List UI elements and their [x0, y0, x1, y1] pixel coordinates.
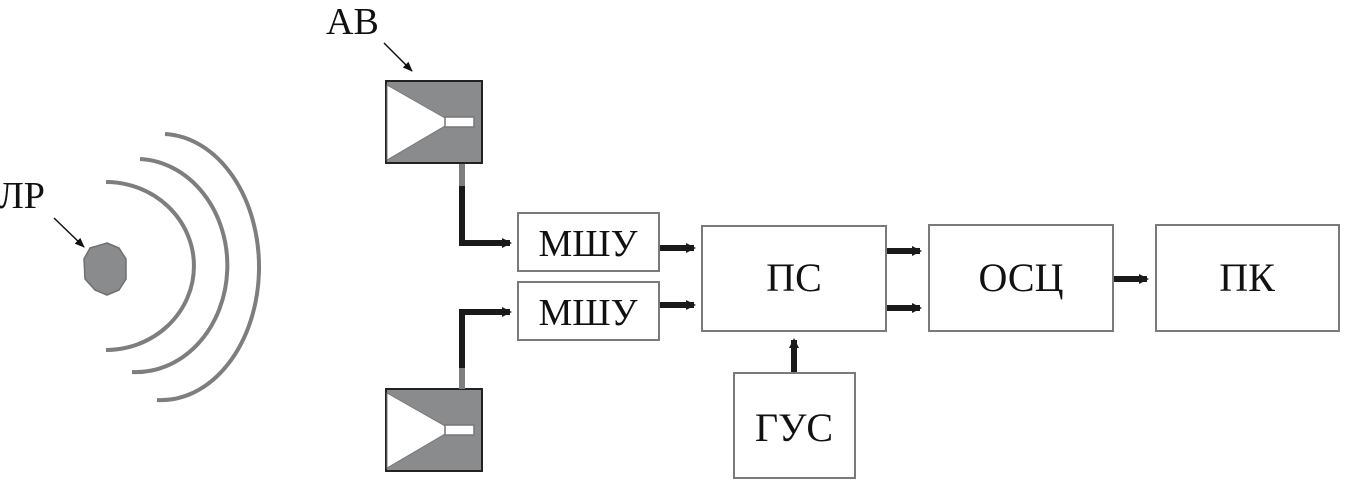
pc-block: ПК [1155, 224, 1340, 332]
oscilloscope-label: ОСЦ [979, 255, 1064, 300]
antenna-pointer-arrow [383, 42, 413, 72]
oscilloscope-block: ОСЦ [928, 224, 1114, 332]
wire-antenna-bottom-to-lna [459, 307, 512, 368]
source-label: ЛР [0, 175, 45, 217]
pc-label: ПК [1219, 255, 1275, 300]
lna-bottom-block: МШУ [517, 281, 660, 341]
lna-bottom-label: МШУ [538, 292, 637, 334]
generator-label: ГУС [755, 405, 833, 450]
horn-antenna-bottom-icon [385, 388, 483, 472]
antenna-label: АВ [326, 1, 379, 43]
wire-antenna-top-to-lna [459, 186, 512, 248]
wave-arc-2 [131, 157, 230, 375]
horn-antenna-top-icon [385, 80, 483, 164]
lna-top-block: МШУ [517, 212, 660, 272]
source-pointer-arrow [53, 217, 85, 248]
wave-arc-3 [156, 132, 261, 403]
wave-arc-1 [105, 180, 196, 352]
generator-block: ГУС [733, 372, 856, 479]
mixer-block: ПС [701, 225, 887, 332]
lna-top-label: МШУ [538, 223, 637, 265]
radiation-source-icon [83, 242, 127, 296]
mixer-label: ПС [766, 255, 822, 300]
